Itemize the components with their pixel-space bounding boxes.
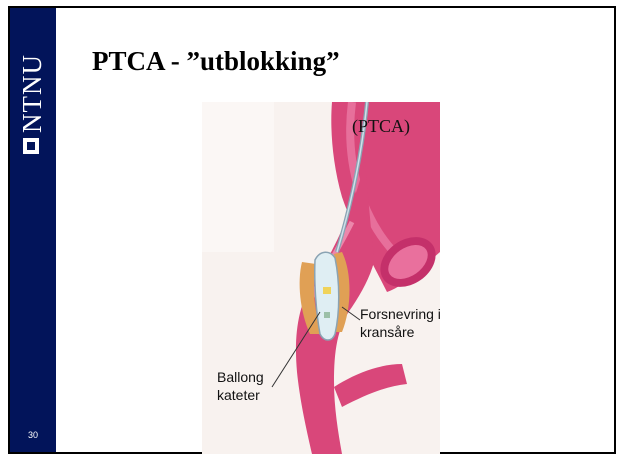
slide-number: 30 (28, 430, 38, 440)
ntnu-sidebar: NTNU 30 (10, 8, 56, 452)
label-balloon-1: Ballong (217, 369, 264, 385)
slide: NTNU 30 PTCA - ”utblokking” (8, 6, 616, 454)
ntnu-logo-text: NTNU (19, 28, 46, 133)
figure-heading: (PTCA) (352, 116, 410, 137)
ptca-illustration: (PTCA) Forsnevring i kransåre Ballong ka… (202, 102, 440, 454)
slide-title: PTCA - ”utblokking” (92, 46, 340, 77)
label-stenosis-2: kransåre (360, 324, 415, 340)
label-balloon-2: kateter (217, 387, 260, 403)
label-stenosis-1: Forsnevring i (360, 306, 440, 322)
ntnu-logo-icon (23, 138, 39, 154)
